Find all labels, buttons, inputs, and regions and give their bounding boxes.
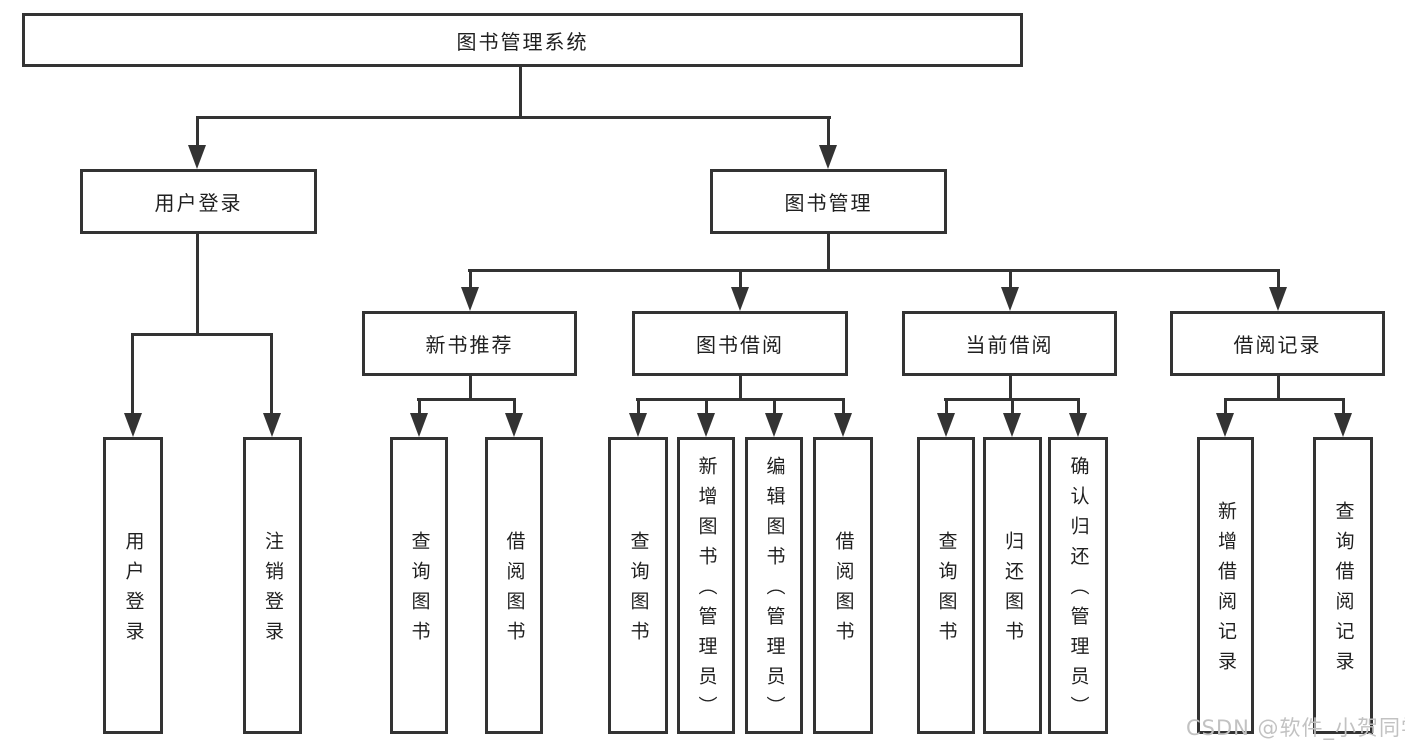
connector-user-login-drop	[131, 333, 134, 415]
leaf-add-borrow-record: 新增借阅记录	[1197, 437, 1254, 734]
csdn-watermark: CSDN @软件_小贺同学	[1186, 716, 1405, 740]
node-borrow-records: 借阅记录	[1170, 311, 1385, 376]
connector-book-borrow-drop	[637, 398, 640, 415]
connector-book-borrow-drop	[773, 398, 776, 415]
node-book-borrow: 图书借阅	[632, 311, 848, 376]
arrowhead-down-icon	[697, 413, 715, 437]
connector-book-management-drop	[1009, 269, 1012, 289]
leaf-query-books-3: 查询图书	[917, 437, 975, 734]
leaf-label: 借阅图书	[503, 531, 526, 651]
node-new-book-recommend-label: 新书推荐	[425, 333, 514, 357]
arrowhead-down-icon	[124, 413, 142, 437]
arrowhead-down-icon	[629, 413, 647, 437]
leaf-add-books-admin: 新增图书（管理员）	[677, 437, 735, 734]
leaf-user-login: 用户登录	[103, 437, 163, 734]
connector-borrow-records-drop	[1342, 398, 1345, 415]
leaf-return-books: 归还图书	[983, 437, 1042, 734]
leaf-label: 借阅图书	[832, 531, 855, 651]
connector-user-login-drop	[270, 333, 273, 415]
connector-book-borrow-stem	[739, 376, 742, 400]
node-user-login-label: 用户登录	[154, 191, 243, 215]
arrowhead-down-icon	[1269, 287, 1287, 311]
arrowhead-down-icon	[765, 413, 783, 437]
leaf-label: 查询借阅记录	[1332, 501, 1355, 681]
connector-current-borrow-drop	[1077, 398, 1080, 415]
connector-new-book-stem	[469, 376, 472, 400]
leaf-borrow-books-1: 借阅图书	[485, 437, 543, 734]
connector-book-management-drop	[469, 269, 472, 289]
connector-book-management-drop	[739, 269, 742, 289]
node-root: 图书管理系统	[22, 13, 1023, 67]
arrowhead-down-icon	[410, 413, 428, 437]
connector-book-borrow-drop	[842, 398, 845, 415]
arrowhead-down-icon	[1001, 287, 1019, 311]
arrowhead-down-icon	[263, 413, 281, 437]
connector-book-management-drop	[1277, 269, 1280, 289]
connector-new-book-drop	[513, 398, 516, 415]
leaf-label: 查询图书	[627, 531, 650, 651]
node-book-borrow-label: 图书借阅	[696, 333, 784, 357]
node-borrow-records-label: 借阅记录	[1233, 333, 1322, 357]
connector-book-management-hline	[468, 269, 1280, 272]
connector-current-borrow-drop	[945, 398, 948, 415]
connector-root-hline	[196, 116, 831, 119]
node-book-management: 图书管理	[710, 169, 947, 234]
arrowhead-down-icon	[834, 413, 852, 437]
leaf-label: 编辑图书（管理员）	[763, 456, 786, 726]
node-current-borrow-label: 当前借阅	[965, 333, 1054, 357]
connector-book-borrow-drop	[705, 398, 708, 415]
arrowhead-down-icon	[731, 287, 749, 311]
leaf-label: 查询图书	[935, 531, 958, 651]
leaf-label: 新增借阅记录	[1215, 501, 1237, 681]
connector-borrow-records-drop	[1224, 398, 1227, 415]
arrowhead-down-icon	[1003, 413, 1021, 437]
node-new-book-recommend: 新书推荐	[362, 311, 577, 376]
connector-new-book-drop	[418, 398, 421, 415]
leaf-logout: 注销登录	[243, 437, 302, 734]
node-current-borrow: 当前借阅	[902, 311, 1117, 376]
leaf-label: 用户登录	[122, 531, 145, 651]
leaf-query-borrow-record: 查询借阅记录	[1313, 437, 1373, 734]
connector-user-login-hline	[131, 333, 273, 336]
leaf-query-books-2: 查询图书	[608, 437, 668, 734]
connector-root-drop-left	[196, 116, 199, 147]
leaf-label: 确认归还（管理员）	[1067, 456, 1090, 726]
connector-root-drop-right	[827, 116, 830, 147]
connector-current-borrow-stem	[1009, 376, 1012, 400]
leaf-confirm-return-admin: 确认归还（管理员）	[1048, 437, 1108, 734]
leaf-borrow-books-2: 借阅图书	[813, 437, 873, 734]
connector-borrow-records-stem	[1277, 376, 1280, 400]
arrowhead-down-icon	[1334, 413, 1352, 437]
leaf-label: 归还图书	[1002, 531, 1024, 651]
node-user-login: 用户登录	[80, 169, 317, 234]
arrowhead-down-icon	[819, 145, 837, 169]
connector-book-borrow-hline	[636, 398, 845, 401]
leaf-edit-books-admin: 编辑图书（管理员）	[745, 437, 803, 734]
leaf-query-books-1: 查询图书	[390, 437, 448, 734]
leaf-label: 注销登录	[262, 531, 284, 651]
connector-book-management-stem	[827, 234, 830, 272]
connector-current-borrow-drop	[1011, 398, 1014, 415]
node-book-management-label: 图书管理	[784, 191, 873, 215]
leaf-label: 新增图书（管理员）	[695, 456, 718, 726]
connector-root-stem	[519, 67, 522, 119]
connector-new-book-hline	[417, 398, 516, 401]
connector-user-login-stem	[196, 234, 199, 336]
arrowhead-down-icon	[461, 287, 479, 311]
arrowhead-down-icon	[505, 413, 523, 437]
node-root-label: 图书管理系统	[456, 29, 589, 54]
arrowhead-down-icon	[937, 413, 955, 437]
arrowhead-down-icon	[1216, 413, 1234, 437]
arrowhead-down-icon	[1069, 413, 1087, 437]
leaf-label: 查询图书	[408, 531, 431, 651]
arrowhead-down-icon	[188, 145, 206, 169]
connector-borrow-records-hline	[1224, 398, 1345, 401]
